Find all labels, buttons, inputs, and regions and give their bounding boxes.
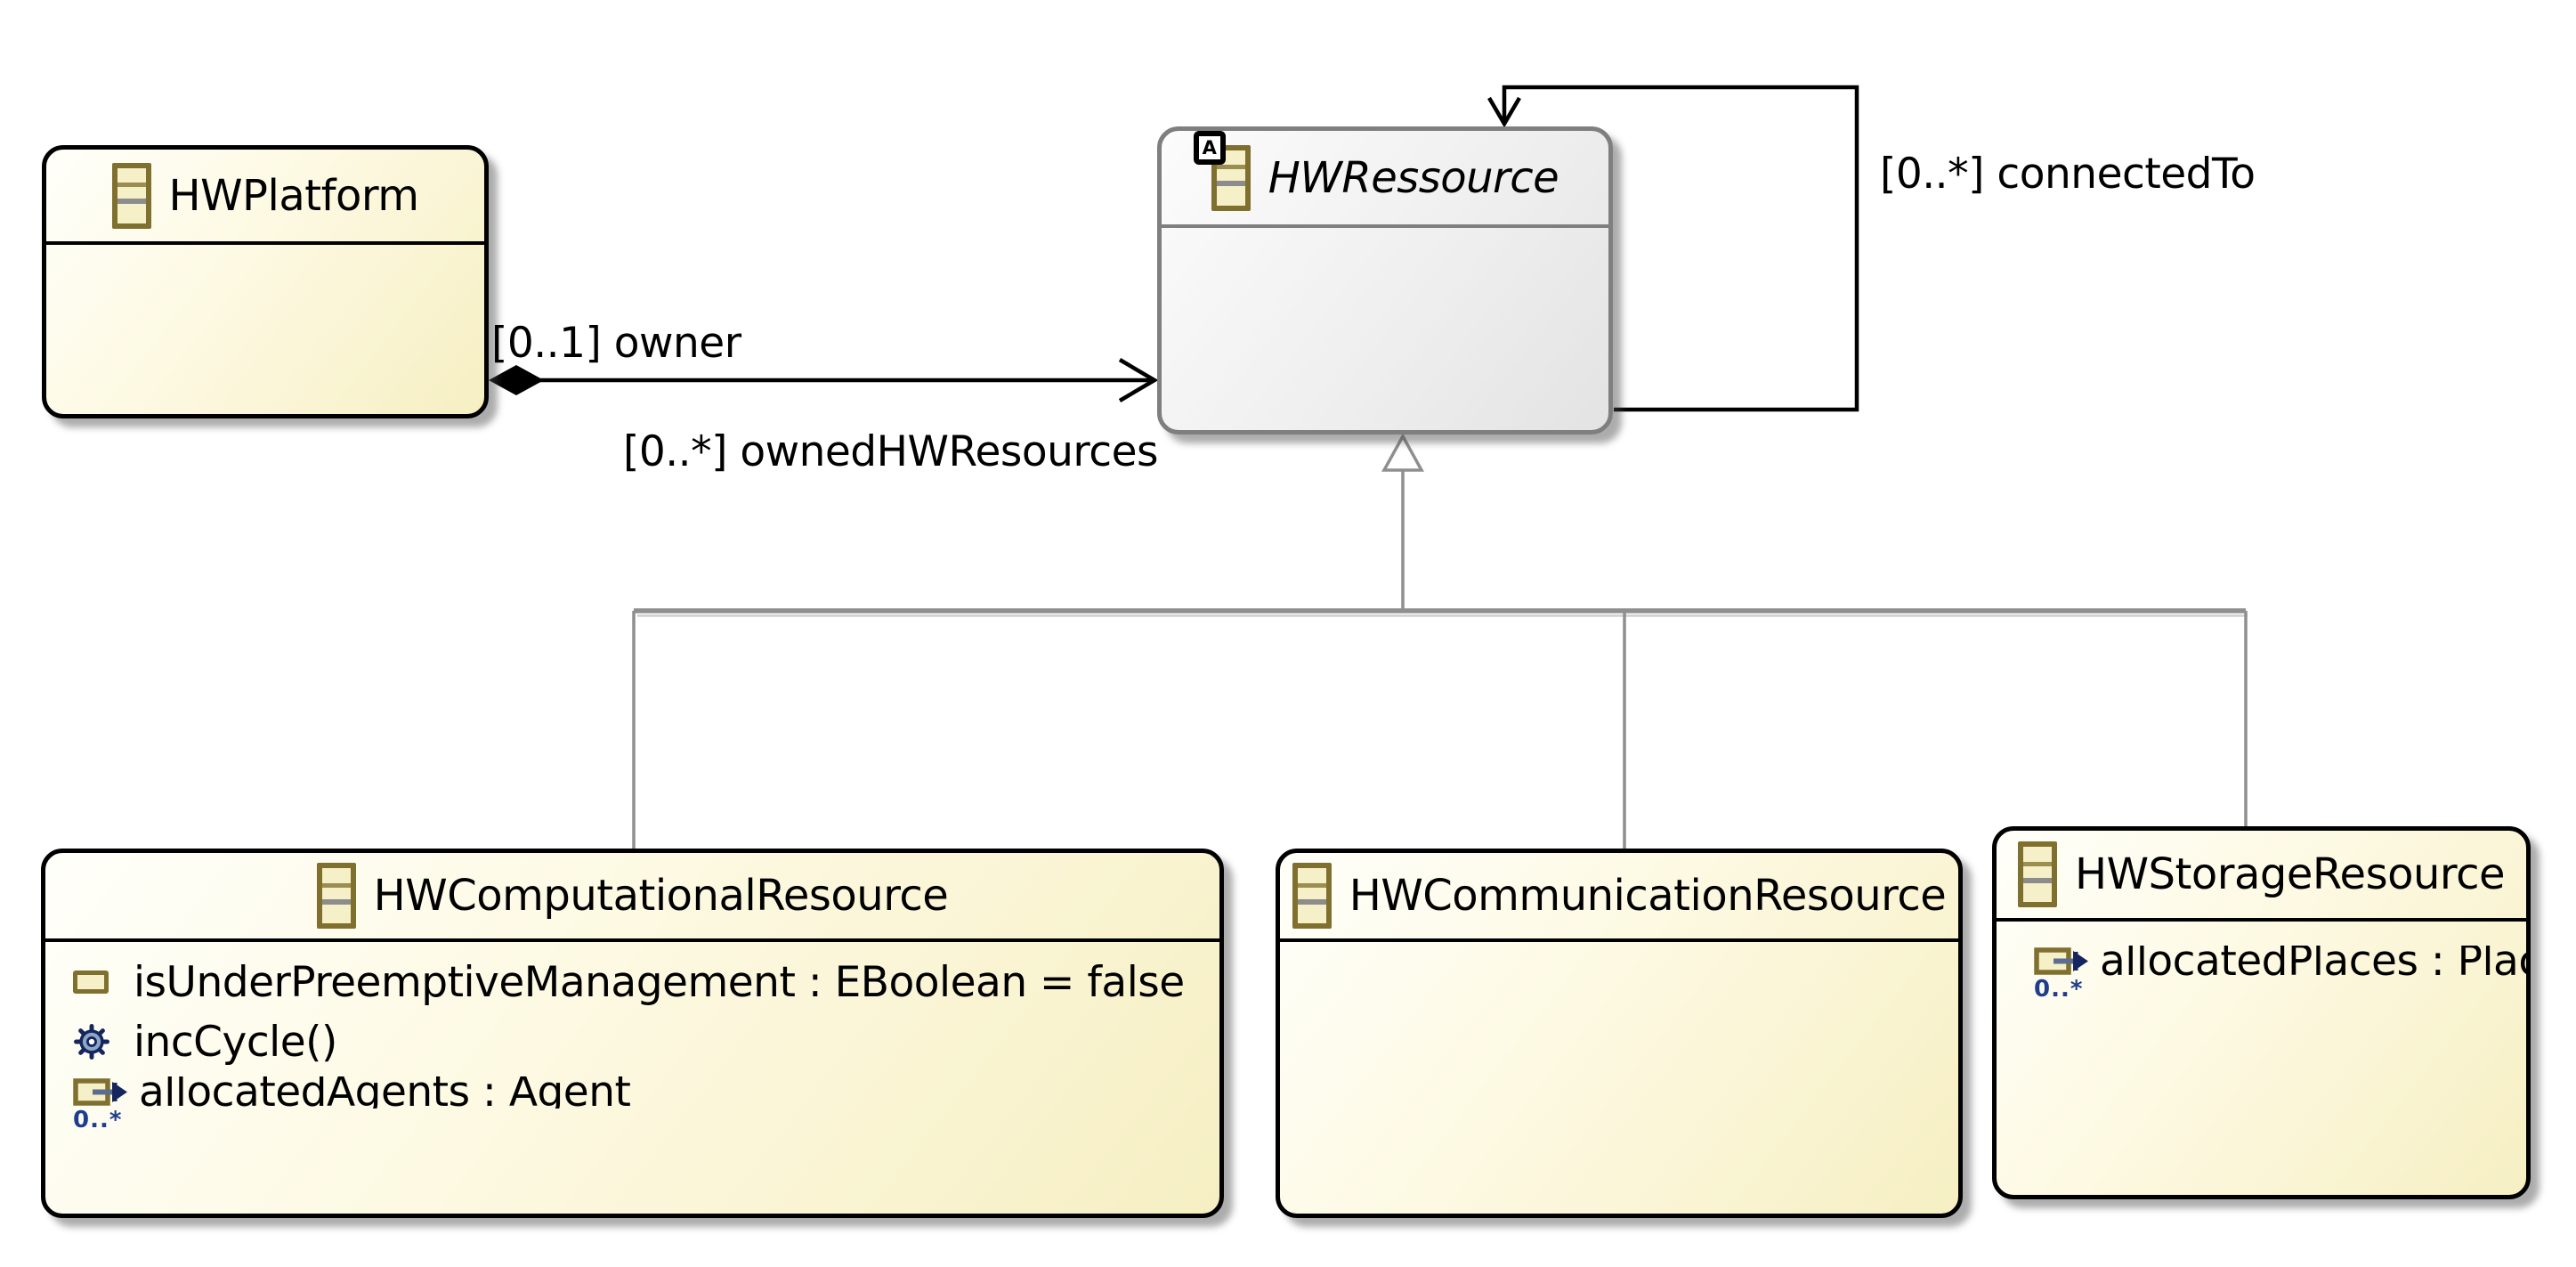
class-icon	[1292, 863, 1332, 929]
class-title-hwressource[interactable]: A HWRessource	[1162, 131, 1608, 228]
composition-diamond-icon	[489, 365, 544, 395]
class-name: HWCommunicationResource	[1349, 871, 1947, 921]
abstract-class-badge-icon: A	[1193, 131, 1226, 165]
class-icon	[111, 162, 151, 229]
class-icon: A	[1193, 131, 1251, 211]
attribute-icon	[73, 971, 109, 994]
class-icon	[2018, 841, 2057, 907]
class-box-hwplatform[interactable]: HWPlatform	[42, 145, 489, 418]
reference-icon: 0..*	[2034, 946, 2088, 1003]
operation-row[interactable]: incCycle()	[73, 1017, 337, 1067]
reference-multiplicity: 0..*	[2034, 976, 2084, 1003]
class-name: HWRessource	[1268, 152, 1559, 203]
open-arrowhead-icon	[1118, 358, 1159, 402]
reference-row[interactable]: 0..* allocatedPlaces : Place	[2034, 946, 2531, 1003]
connectedto-self-association-edge[interactable]	[1487, 85, 1859, 412]
generalization-tree[interactable]	[632, 433, 2248, 851]
reference-label: allocatedPlaces : Place	[2100, 946, 2531, 978]
generalization-triangle-icon	[1381, 433, 1424, 472]
connectedto-role-label[interactable]: [0..*] connectedTo	[1880, 150, 2256, 199]
class-name: HWStorageResource	[2075, 849, 2505, 899]
ownedhwresources-role-label[interactable]: [0..*] ownedHWResources	[623, 427, 1158, 476]
class-name: HWComputationalResource	[373, 871, 949, 921]
class-name: HWPlatform	[168, 170, 419, 221]
class-title-hwplatform[interactable]: HWPlatform	[46, 150, 484, 245]
owner-role-label[interactable]: [0..1] owner	[491, 319, 741, 368]
reference-label: allocatedAgents : Agent	[139, 1076, 631, 1109]
operation-gear-icon	[74, 1024, 109, 1060]
reference-row[interactable]: 0..* allocatedAgents : Agent	[73, 1076, 631, 1133]
class-box-hwcomputationalresource[interactable]: HWComputationalResource isUnderPreemptiv…	[41, 849, 1224, 1218]
down-arrowhead-icon	[1487, 96, 1521, 128]
class-box-hwcommunicationresource[interactable]: HWCommunicationResource	[1276, 849, 1963, 1218]
class-box-hwstorageresource[interactable]: HWStorageResource 0..* allocatedPlaces :…	[1992, 826, 2531, 1199]
class-title-hwstorageresource[interactable]: HWStorageResource	[1997, 831, 2526, 922]
reference-icon: 0..*	[73, 1076, 127, 1133]
class-title-hwcomputationalresource[interactable]: HWComputationalResource	[45, 853, 1219, 942]
class-title-hwcommunicationresource[interactable]: HWCommunicationResource	[1280, 853, 1958, 942]
class-icon	[316, 863, 356, 929]
class-box-hwressource[interactable]: A HWRessource	[1157, 126, 1613, 435]
reference-multiplicity: 0..*	[73, 1107, 123, 1133]
attribute-label: isUnderPreemptiveManagement : EBoolean =…	[134, 957, 1185, 1007]
owner-association-edge[interactable]	[489, 358, 1159, 402]
attribute-row[interactable]: isUnderPreemptiveManagement : EBoolean =…	[73, 957, 1185, 1007]
operation-label: incCycle()	[134, 1017, 337, 1067]
